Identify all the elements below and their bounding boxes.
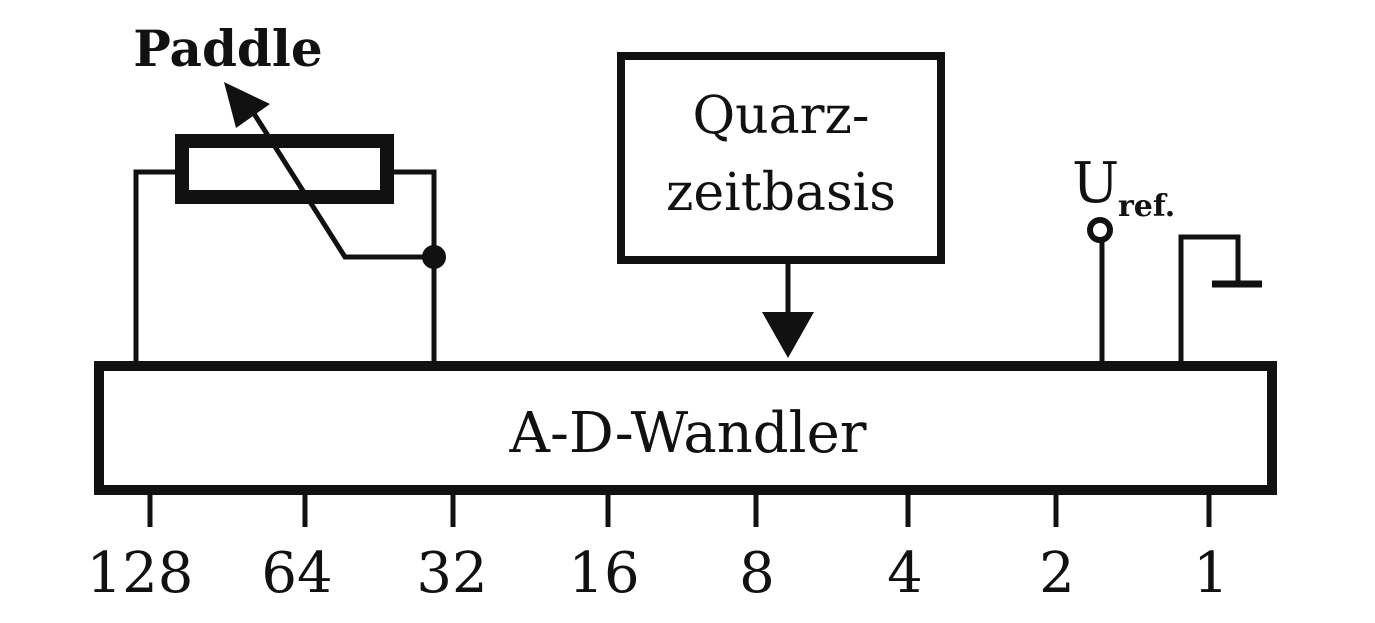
bit-label: 32 <box>416 541 487 606</box>
output-pins <box>147 490 1212 527</box>
ad-converter-box <box>94 361 1277 495</box>
bit-label: 16 <box>568 541 639 606</box>
potentiometer-icon <box>133 108 437 365</box>
resistor-right-lead <box>384 169 437 365</box>
bit-label: 8 <box>739 541 775 606</box>
ground-wire <box>1178 234 1241 362</box>
converter-label: A-D-Wandler <box>509 401 867 466</box>
uref-label: U <box>1072 151 1119 216</box>
bit-label: 128 <box>87 541 194 606</box>
arrow-down-icon <box>762 312 814 358</box>
quartz-label-line2: zeitbasis <box>666 163 896 223</box>
quartz-timebase-box <box>617 52 945 264</box>
terminal-icon <box>1087 217 1113 243</box>
junction-dot <box>422 245 446 269</box>
uref-label-main: U <box>1072 151 1119 216</box>
bit-label: 64 <box>261 541 332 606</box>
quartz-label-line1: Quarz- <box>693 86 870 146</box>
bit-label: 2 <box>1039 541 1075 606</box>
wiper-line <box>249 108 437 260</box>
bit-label: 4 <box>887 541 923 606</box>
paddle-label: Paddle <box>133 19 322 78</box>
resistor-body <box>175 134 394 204</box>
bit-labels: 128 64 32 16 8 4 2 1 <box>87 541 1229 606</box>
wiper-arrowhead-icon <box>224 82 270 128</box>
bit-label: 1 <box>1193 541 1229 606</box>
uref-label-subscript: ref. <box>1118 189 1175 224</box>
resistor-left-lead <box>133 169 185 365</box>
